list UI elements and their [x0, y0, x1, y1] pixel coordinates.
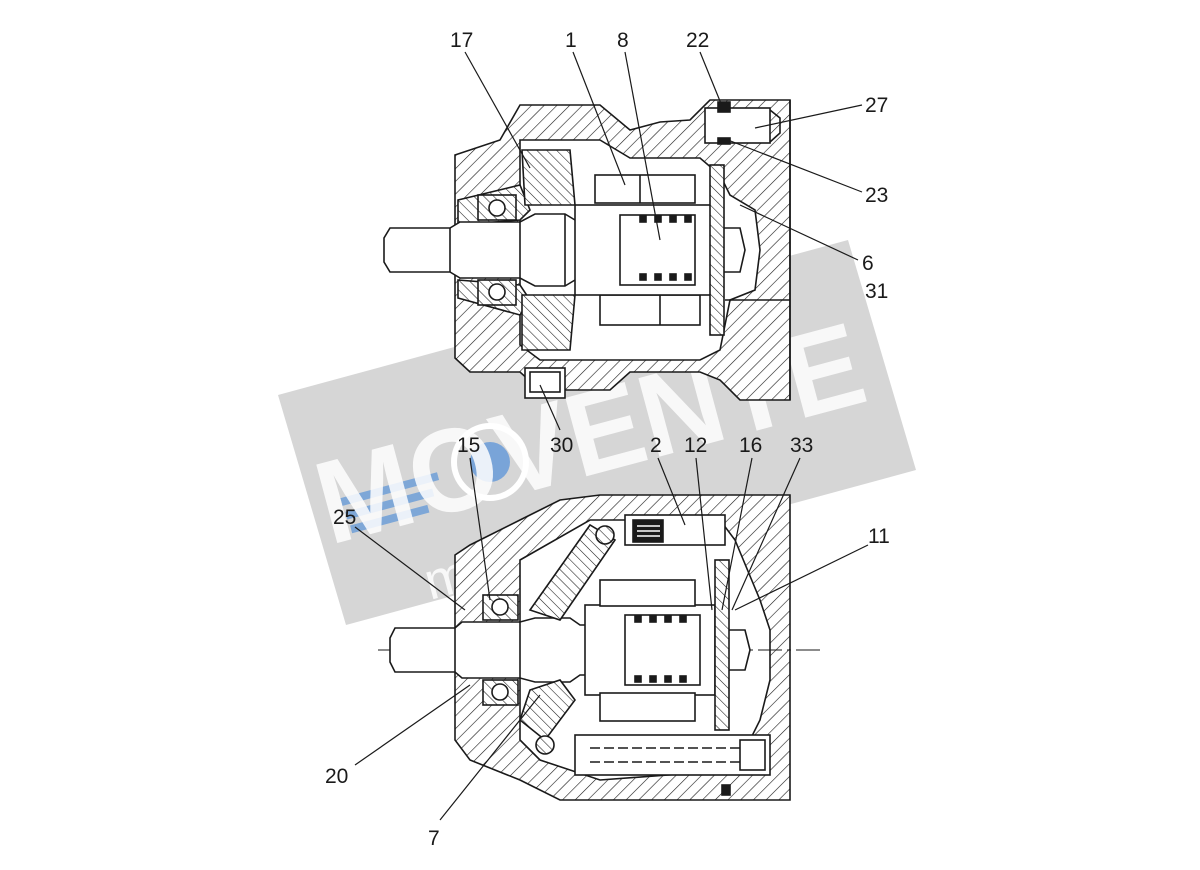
- callout-2: 2: [650, 434, 662, 457]
- callout-27: 27: [865, 94, 888, 117]
- bottom-piston-upper: [599, 579, 696, 607]
- top-callouts: 17 1 8 22 27 23 6 31 30: [450, 29, 888, 457]
- watermark-logo-icon: [451, 423, 529, 501]
- callout-30: 30: [550, 434, 573, 457]
- callout-8: 8: [617, 29, 629, 52]
- bottom-control-piston-bottom: [574, 734, 771, 776]
- top-front-bearing: [477, 194, 517, 306]
- bottom-port-plate: [714, 559, 730, 731]
- bottom-section-view: [378, 494, 822, 801]
- callout-33: 33: [790, 434, 813, 457]
- callout-6: 6: [862, 252, 874, 275]
- callout-16: 16: [739, 434, 762, 457]
- bottom-callouts: 15 2 12 16 33 11 25 20 7: [325, 434, 890, 850]
- top-spring: [639, 215, 692, 281]
- bottom-swash-plate: [519, 523, 617, 742]
- callout-17: 17: [450, 29, 473, 52]
- top-port-plate: [709, 164, 725, 336]
- top-swash-plate: [521, 149, 576, 351]
- top-drain-plug: [524, 367, 566, 399]
- top-section-view: [383, 99, 791, 401]
- leader-lines: [354, 51, 869, 821]
- callout-7: 7: [428, 827, 440, 850]
- callout-22: 22: [686, 29, 709, 52]
- callout-20: 20: [325, 765, 348, 788]
- callout-15: 15: [457, 434, 480, 457]
- callout-31: 31: [865, 280, 888, 303]
- callout-25: 25: [333, 506, 356, 529]
- top-piston-upper: [594, 174, 696, 204]
- callout-23: 23: [865, 184, 888, 207]
- top-valve: [704, 107, 771, 144]
- callout-12: 12: [684, 434, 707, 457]
- top-piston-lower: [599, 294, 701, 326]
- bottom-front-bearing: [482, 594, 519, 706]
- callout-1: 1: [565, 29, 577, 52]
- bottom-piston-lower: [599, 692, 696, 722]
- callout-11: 11: [868, 525, 890, 548]
- bottom-spring: [634, 615, 687, 683]
